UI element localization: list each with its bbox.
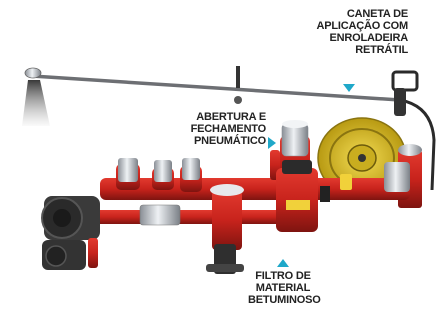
callout-line: FILTRO DE	[255, 270, 311, 282]
callout-line: RETRÁTIL	[355, 44, 408, 56]
callout-line: CANETA DE	[346, 8, 408, 20]
callout-line: APLICAÇÃO COM	[316, 20, 408, 32]
callout-line: ABERTURA E	[196, 111, 266, 123]
callout-filter: FILTRO DE MATERIAL BETUMINOSO	[248, 270, 321, 306]
application-wand	[30, 66, 436, 191]
arrow-up-icon	[277, 259, 289, 267]
filter-icon	[206, 160, 318, 274]
spray-nozzle-icon	[22, 67, 50, 126]
pump-motor-icon	[41, 196, 100, 270]
callout-line: FECHAMENTO	[190, 123, 267, 135]
arrow-right-icon	[268, 137, 276, 149]
manifold-pipe	[88, 174, 410, 250]
callout-line: BETUMINOSO	[248, 294, 321, 306]
callout-application-wand: CANETA DE APLICAÇÃO COM ENROLADEIRA RETR…	[296, 8, 408, 56]
callout-line: ENROLADEIRA	[329, 32, 409, 44]
callout-line: PNEUMÁTICO	[194, 135, 266, 147]
callout-pneumatic-valve: ABERTURA E FECHAMENTO PNEUMÁTICO	[170, 111, 267, 147]
arrow-down-icon	[343, 84, 355, 92]
callout-line: MATERIAL	[255, 282, 311, 294]
